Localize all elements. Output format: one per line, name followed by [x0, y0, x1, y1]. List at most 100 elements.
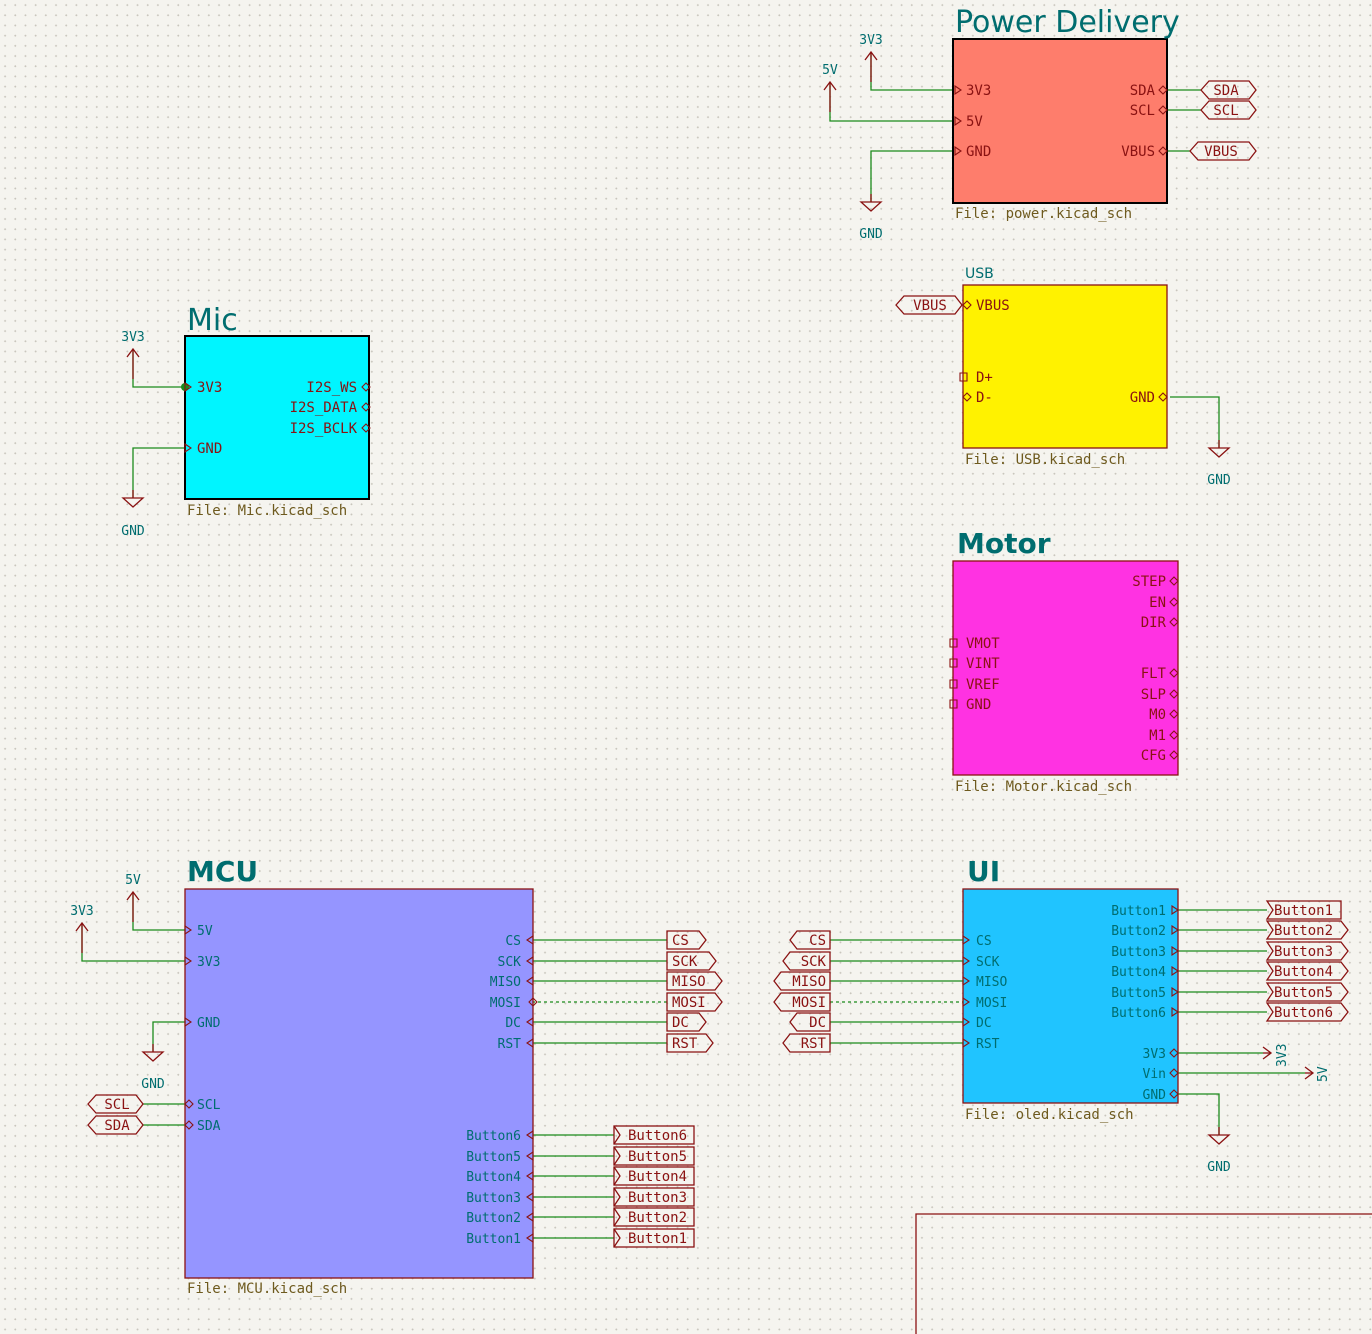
label-miso: MISO: [672, 974, 706, 990]
label-button3: Button3: [1274, 944, 1333, 960]
label-miso-flag[interactable]: [773, 971, 831, 991]
pin-sda: SDA: [197, 1119, 221, 1134]
label-scl-flag[interactable]: [87, 1094, 144, 1114]
sheet-file: File: USB.kicad_sch: [965, 452, 1125, 468]
label-button6-flag[interactable]: [613, 1125, 695, 1145]
label-sda-flag[interactable]: [87, 1115, 144, 1135]
pin-rst: RST: [976, 1037, 1000, 1052]
pin-gnd: GND: [966, 697, 991, 713]
label-button6: Button6: [628, 1128, 687, 1144]
label-cs-flag[interactable]: [789, 930, 831, 950]
pin-miso: MISO: [976, 975, 1007, 990]
label-button2: Button2: [1274, 923, 1333, 939]
label-button4-flag[interactable]: [1265, 961, 1349, 981]
sheet-mcu[interactable]: MCU File: MCU.kicad_sch 5V 3V3 GND SCL S…: [184, 855, 538, 1297]
label-sda: SDA: [1213, 83, 1239, 99]
wires: [81, 52, 1305, 1239]
pin-mosi: MOSI: [490, 996, 521, 1011]
pin-gnd: GND: [197, 441, 222, 457]
power-5v-symbol-pd: [823, 81, 837, 113]
sheet-ui[interactable]: UI File: oled.kicad_sch CS SCK MISO MOSI…: [962, 855, 1179, 1123]
label-button5-flag[interactable]: [1265, 982, 1349, 1002]
label-button3-flag[interactable]: [613, 1187, 695, 1207]
pin-gnd: GND: [197, 1016, 221, 1031]
pin-vref: VREF: [966, 677, 1000, 693]
pin-5v: 5V: [966, 114, 983, 130]
pin-cfg: CFG: [1141, 748, 1166, 764]
label-button1-flag[interactable]: [613, 1228, 695, 1248]
pin-vin: Vin: [1143, 1067, 1166, 1082]
label-button4-flag[interactable]: [613, 1166, 695, 1186]
sheet-usb-body[interactable]: [962, 284, 1168, 449]
sheet-title: MCU: [187, 855, 258, 888]
label-button6-flag[interactable]: [1265, 1002, 1349, 1022]
power-3v3-label: 3V3: [859, 33, 882, 48]
label-button2-flag[interactable]: [1265, 920, 1349, 940]
label-button2-flag[interactable]: [613, 1207, 695, 1227]
sheet-mic[interactable]: Mic File: Mic.kicad_sch 3V3 GND I2S_WS I…: [181, 303, 371, 519]
sheet-power-delivery[interactable]: Power Delivery File: power.kicad_sch 3V3…: [952, 5, 1180, 222]
pin-button5: Button5: [466, 1150, 521, 1165]
label-dc: DC: [809, 1015, 826, 1031]
label-dc-flag[interactable]: [666, 1012, 707, 1032]
global-label-texts: SDA SCL VBUS VBUS SCL SDA CS SCK MISO MO…: [104, 83, 1333, 1247]
label-sck-flag[interactable]: [666, 951, 717, 971]
sheet-title: Power Delivery: [955, 5, 1180, 40]
label-vbus: VBUS: [913, 298, 947, 314]
label-sck: SCK: [801, 954, 827, 970]
label-sda: SDA: [104, 1118, 130, 1134]
label-button4: Button4: [628, 1169, 687, 1185]
sheet-usb[interactable]: USB File: USB.kicad_sch VBUS D+ D- GND: [959, 266, 1168, 468]
sheet-motor-body[interactable]: [952, 560, 1179, 776]
label-sda-flag[interactable]: [1200, 80, 1257, 100]
gnd-symbol-mic: [122, 489, 144, 508]
label-miso-flag[interactable]: [666, 971, 723, 991]
label-vbus-flag[interactable]: [1189, 141, 1257, 161]
pin-button6: Button6: [1111, 1006, 1166, 1021]
sheet-title: UI: [967, 855, 1000, 888]
label-cs: CS: [809, 933, 826, 949]
pin-dc: DC: [505, 1016, 521, 1031]
pin-m0: M0: [1149, 707, 1166, 723]
label-button1: Button1: [628, 1231, 687, 1247]
pin-button3: Button3: [1111, 945, 1166, 960]
pin-marks: [949, 576, 1179, 760]
sheet-ui-body[interactable]: [962, 888, 1179, 1104]
pin-button1: Button1: [466, 1232, 521, 1247]
pin-3v3: 3V3: [966, 83, 991, 99]
sheet-mcu-body[interactable]: [184, 888, 534, 1279]
label-mosi-flag[interactable]: [666, 992, 723, 1012]
power-3v3-symbol-mic: [126, 348, 140, 380]
label-scl-flag[interactable]: [1200, 100, 1257, 120]
label-mosi-flag[interactable]: [773, 992, 831, 1012]
label-sck: SCK: [672, 954, 698, 970]
label-button3-flag[interactable]: [1265, 941, 1349, 961]
pin-dplus: D+: [976, 370, 993, 386]
pin-marks: [959, 300, 1168, 402]
power-symbols: 3V3 5V GND GND 3V3 GND 5V 3V3 GND 3V3 5V…: [70, 33, 1331, 1175]
label-rst-flag[interactable]: [782, 1033, 831, 1053]
pin-i2s-data: I2S_DATA: [290, 400, 358, 416]
label-rst-flag[interactable]: [666, 1033, 714, 1053]
label-button1-flag[interactable]: [1265, 900, 1342, 920]
sheet-title: USB: [965, 266, 994, 282]
label-button2: Button2: [628, 1210, 687, 1226]
power-5v-label: 5V: [822, 63, 838, 78]
global-labels[interactable]: [87, 80, 1349, 1248]
pin-miso: MISO: [490, 975, 521, 990]
sheet-mic-body[interactable]: [184, 335, 370, 500]
label-dc-flag[interactable]: [789, 1012, 831, 1032]
sheet-power-body[interactable]: [952, 38, 1168, 204]
pin-marks: [184, 924, 538, 1244]
label-vbus: VBUS: [1204, 144, 1238, 160]
label-vbus-flag[interactable]: [895, 295, 963, 315]
power-3v3-label: 3V3: [121, 330, 144, 345]
page-frame: [915, 1213, 1372, 1334]
pin-dc: DC: [976, 1016, 992, 1031]
sheet-motor[interactable]: Motor File: Motor.kicad_sch VMOT VINT VR…: [949, 527, 1179, 795]
sheet-file: File: oled.kicad_sch: [965, 1107, 1134, 1123]
label-button5-flag[interactable]: [613, 1146, 695, 1166]
label-sck-flag[interactable]: [782, 951, 831, 971]
label-cs-flag[interactable]: [666, 930, 707, 950]
